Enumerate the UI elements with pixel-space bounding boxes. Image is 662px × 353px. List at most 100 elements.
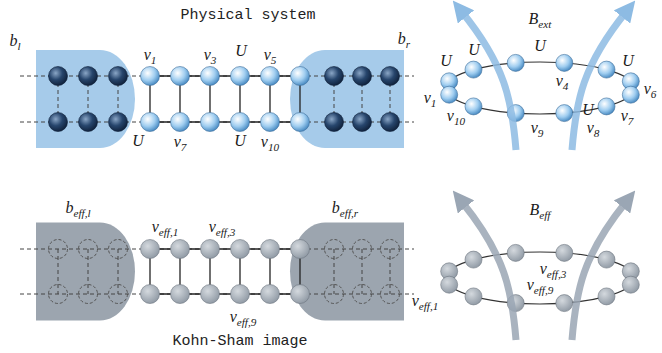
ring-site [441,276,458,293]
lattice-site [141,240,160,259]
interaction-label: U [234,132,246,150]
dashed-bond [390,249,391,294]
site-label: veff,9 [230,308,257,328]
lead-region [290,50,404,148]
lead-site [109,240,128,259]
site-label: v3 [204,46,217,66]
lattice-site [231,67,250,86]
site-label: veff,3 [540,260,567,280]
lead-site [353,113,372,132]
lead-site [353,240,372,259]
lattice-site [141,113,160,132]
ring-site [598,251,615,268]
lead-site [109,67,128,86]
lattice-site [201,285,220,304]
interaction-label: U [468,41,480,59]
lead-site [325,285,344,304]
dashed-bond [118,249,119,294]
ring-site [622,86,639,103]
lead-site [49,67,68,86]
lead-region [290,223,404,321]
lattice-site [141,285,160,304]
interaction-label: U [582,101,594,119]
lead-label: beff,r [332,199,358,219]
site-label: veff,9 [527,276,554,296]
lead-site [79,285,98,304]
site-label: v6 [644,80,657,100]
ring-site [465,251,482,268]
lead-label: bl [9,32,20,52]
ring-site [465,288,482,305]
ring-site [507,244,524,261]
lattice-site [291,113,310,132]
lattice-site [261,67,280,86]
lead-site [381,113,400,132]
panel-title: Physical system [180,8,315,25]
lattice-site [171,285,190,304]
lead-label: br [398,30,410,50]
site-label: v1 [424,89,437,109]
site-label: veff,1 [152,218,179,238]
lattice-site [261,285,280,304]
lattice-site [291,285,310,304]
panel-title: Kohn-Sham image [172,334,307,351]
ring-site [598,98,615,115]
ring-site [556,54,573,71]
dashed-bond [334,249,335,294]
dashed-bond [58,249,59,294]
lead-site [79,113,98,132]
field-arrow [462,12,516,150]
ring-site [465,61,482,78]
dashed-bond [88,249,89,294]
lattice-site [171,240,190,259]
lead-site [49,285,68,304]
lead-site [325,240,344,259]
site-label: veff,3 [209,218,236,238]
ring-site [622,276,639,293]
ring-site [556,244,573,261]
lattice-site [231,240,250,259]
lead-region [36,50,135,148]
site-label: v9 [531,119,544,139]
lead-site [353,67,372,86]
site-label: v10 [261,133,279,153]
lead-site [381,240,400,259]
interaction-label: U [440,52,452,70]
ring-bond [446,62,634,114]
lattice-site [261,240,280,259]
lattice-site [141,67,160,86]
lead-site [325,67,344,86]
interaction-label: U [534,37,546,55]
lattice-site [171,113,190,132]
lead-site [109,285,128,304]
site-label: v7 [621,107,634,127]
lead-label: beff,l [65,199,90,219]
ring-site [556,105,573,122]
lead-site [381,67,400,86]
lead-site [109,113,128,132]
lattice-site [231,113,250,132]
lead-site [79,240,98,259]
lead-site [49,113,68,132]
field-label: Bext [529,10,552,30]
field-arrow [462,202,516,340]
lead-site [79,67,98,86]
site-label: v10 [447,107,465,127]
lead-region [36,223,135,321]
field-arrow [572,12,626,150]
ring-site [507,54,524,71]
lattice-site [171,67,190,86]
lattice-site [291,240,310,259]
field-arrow [572,202,626,340]
ring-site [556,295,573,312]
site-label: v5 [264,46,277,66]
interaction-label: U [235,42,247,60]
interaction-label: U [622,52,634,70]
site-label: v1 [144,46,157,66]
lattice-site [201,240,220,259]
ring-site [598,61,615,78]
site-label: v7 [174,133,187,153]
lead-site [353,285,372,304]
lattice-site [231,285,250,304]
